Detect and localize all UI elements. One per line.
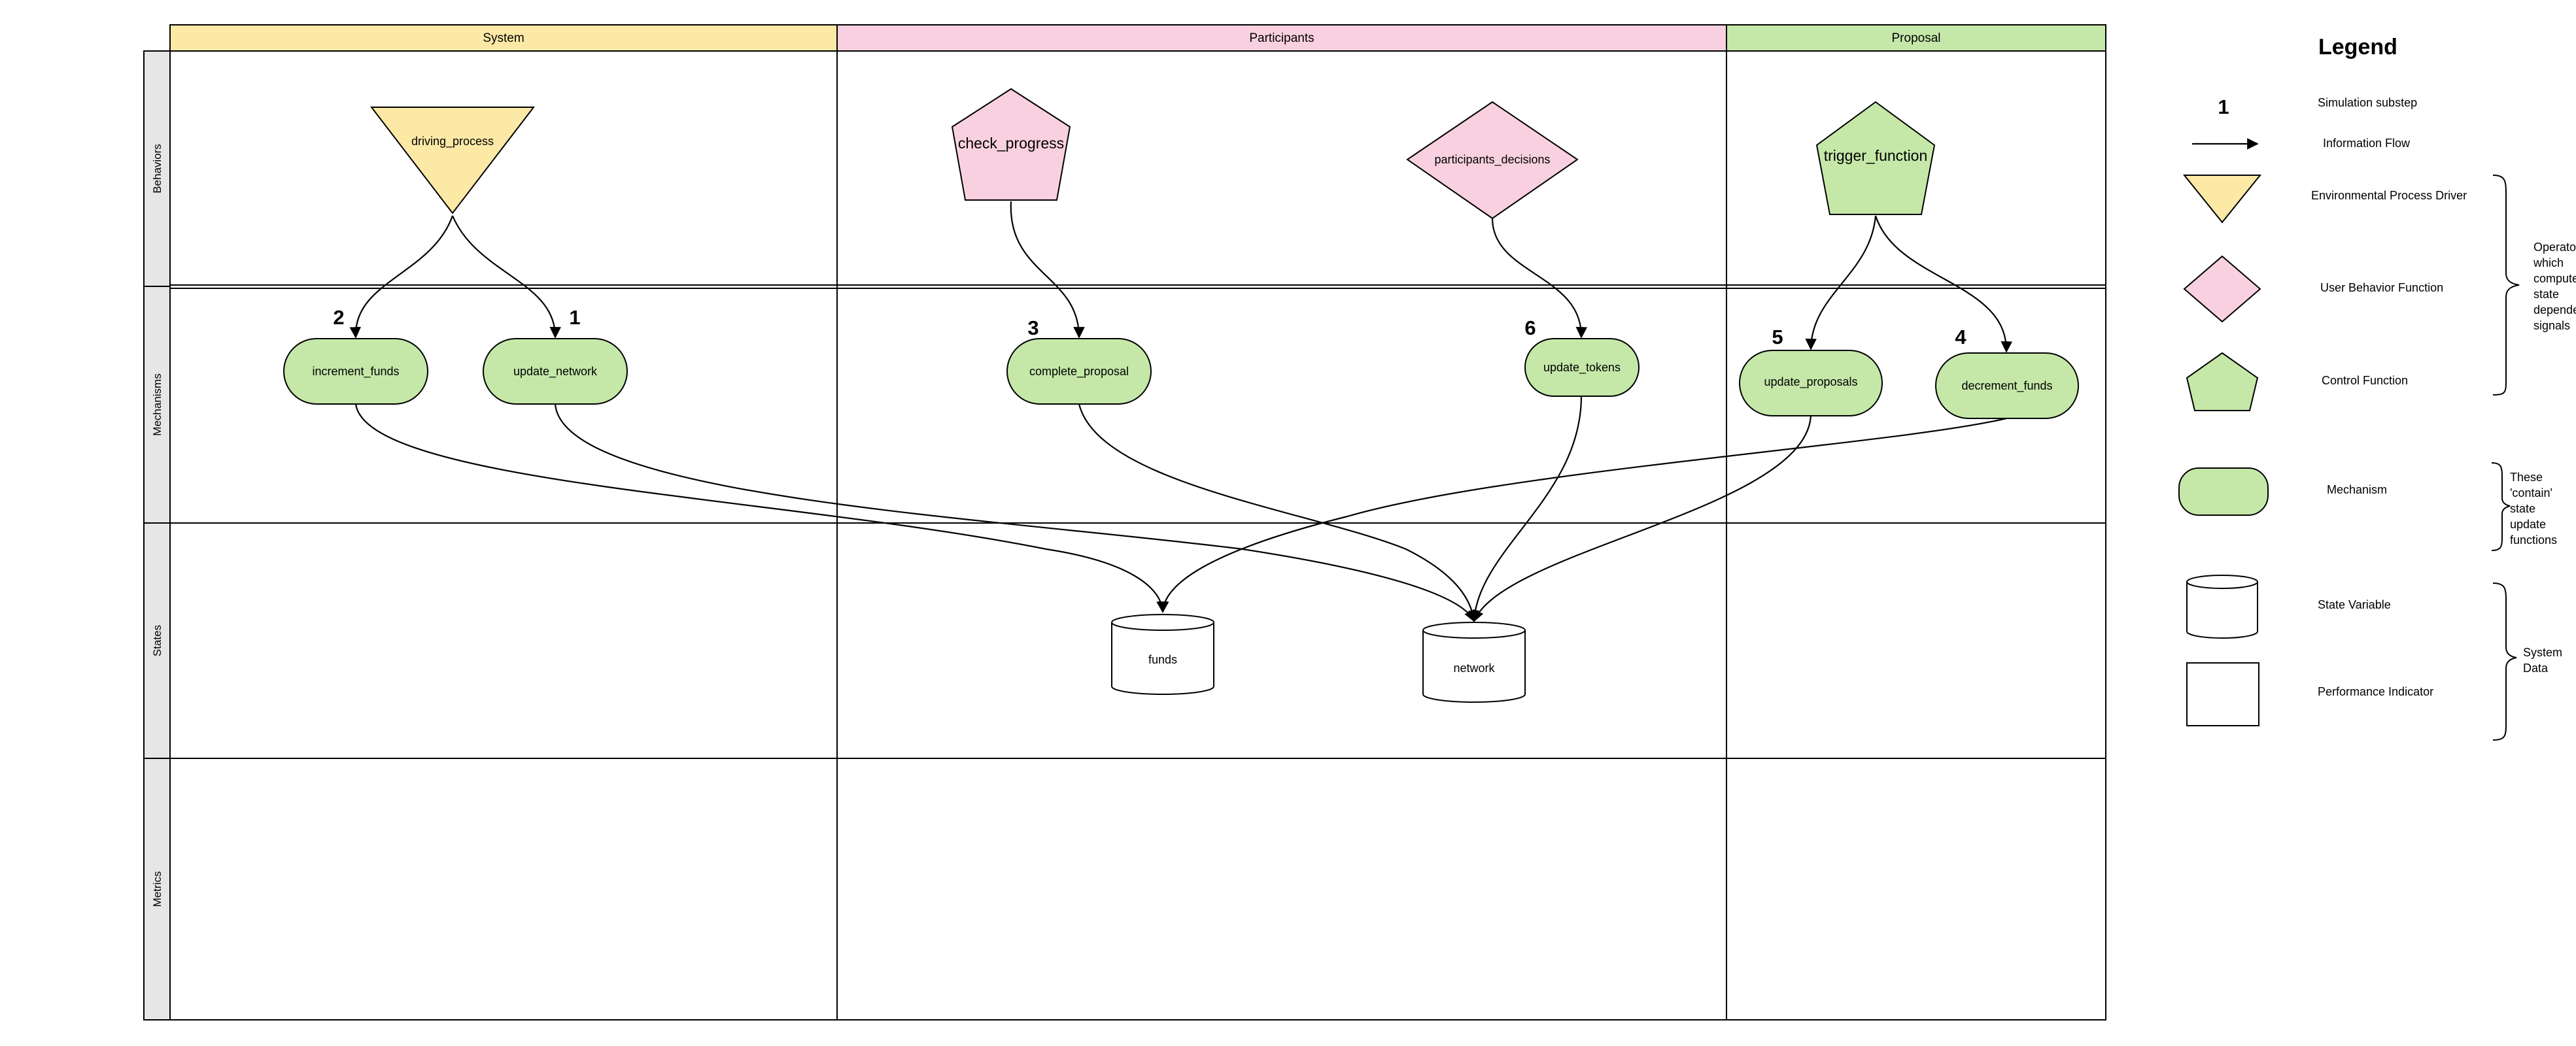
network-state[interactable]: network — [1422, 622, 1526, 703]
lane-label-behaviors: Behaviors — [151, 144, 163, 194]
column-label-system: System — [483, 31, 524, 45]
increment-funds-node[interactable]: increment_funds 2 — [283, 306, 428, 405]
participants-decisions-label: participants_decisions — [1434, 153, 1550, 167]
edge-complete-proposal-to-network — [1078, 403, 1479, 622]
step-number-6: 6 — [1524, 316, 1536, 339]
legend-cylinder-icon — [2186, 575, 2258, 639]
brace-mechanisms-text: These 'contain' state update functions — [2510, 471, 2557, 547]
legend-label-state-variable: State Variable — [2318, 598, 2391, 611]
complete-proposal-label: complete_proposal — [1029, 365, 1129, 379]
update-tokens-label: update_tokens — [1543, 361, 1621, 375]
increment-funds-label: increment_funds — [312, 365, 399, 379]
lane-label-metrics: Metrics — [151, 871, 163, 907]
driving-process-node[interactable]: driving_process — [369, 107, 536, 214]
lane-headers: Behaviors Mechanisms States Metrics — [143, 50, 171, 1021]
edge-trigger-function-to-decrement-funds — [1874, 215, 2013, 353]
legend-pentagon-icon — [2186, 352, 2259, 411]
column-headers: System Participants Proposal — [169, 24, 2106, 52]
connectors — [349, 201, 2013, 622]
update-network-node[interactable]: update_network 1 — [483, 306, 628, 405]
update-proposals-label: update_proposals — [1764, 375, 1857, 389]
update-proposals-node[interactable]: update_proposals 5 — [1739, 326, 1883, 416]
check-progress-label: check_progress — [958, 135, 1064, 152]
brace-system-data — [2492, 582, 2517, 741]
brace-system-data-text: System Data — [2523, 646, 2566, 675]
update-tokens-node[interactable]: update_tokens 6 — [1524, 316, 1640, 397]
funds-state[interactable]: funds — [1111, 614, 1214, 695]
legend-label-performance: Performance Indicator — [2318, 685, 2433, 698]
legend-label-info-flow: Information Flow — [2323, 137, 2411, 150]
lane-header-states — [143, 522, 171, 759]
legend-label-mechanism: Mechanism — [2327, 483, 2387, 496]
edge-increment-funds-to-funds — [354, 403, 1168, 613]
legend-mechanism-icon — [2178, 467, 2269, 516]
step-number-5: 5 — [1772, 326, 1783, 348]
funds-label: funds — [1148, 653, 1177, 666]
check-progress-node[interactable]: check_progress — [951, 88, 1071, 201]
step-number-4: 4 — [1955, 326, 1966, 348]
edge-update-proposals-to-network — [1473, 415, 1812, 622]
edge-participants-decisions-to-update-tokens — [1491, 218, 1588, 339]
legend-label-env-driver: Environmental Process Driver — [2311, 189, 2467, 202]
brace-operators — [2492, 175, 2520, 396]
legend-label-user-behavior: User Behavior Function — [2320, 281, 2443, 294]
grid — [169, 50, 2106, 1021]
legend-step-example: 1 — [2218, 95, 2229, 118]
legend-label-control: Control Function — [2322, 374, 2408, 387]
step-number-3: 3 — [1027, 316, 1039, 339]
behaviors: driving_process check_progress participa… — [369, 88, 1936, 220]
states: funds network — [1111, 614, 1526, 703]
edge-driving-process-to-increment-funds — [349, 215, 454, 339]
mechanisms: increment_funds 2 update_network 1 compl… — [283, 306, 2079, 419]
step-number-1: 1 — [569, 306, 580, 329]
trigger-function-node[interactable]: trigger_function — [1815, 101, 1936, 215]
column-header-system — [169, 24, 838, 52]
lane-header-metrics — [143, 758, 171, 1021]
column-label-participants: Participants — [1249, 31, 1314, 45]
lane-label-states: States — [151, 625, 163, 656]
edge-decrement-funds-to-funds — [1157, 417, 2007, 613]
edge-check-progress-to-complete-proposal — [1010, 201, 1085, 339]
edge-driving-process-to-update-network — [451, 215, 561, 339]
lane-label-mechanisms: Mechanisms — [151, 373, 163, 435]
column-label-proposal: Proposal — [1892, 31, 1941, 45]
edge-update-network-to-network — [554, 403, 1475, 622]
brace-mechanisms — [2491, 462, 2511, 551]
legend-label-substep: Simulation substep — [2318, 96, 2417, 109]
trigger-function-label: trigger_function — [1824, 147, 1928, 164]
legend-square-icon — [2186, 662, 2259, 726]
edge-update-tokens-to-network — [1469, 396, 1583, 622]
column-header-participants — [836, 24, 1727, 52]
update-network-label: update_network — [513, 365, 598, 379]
driving-process-label: driving_process — [411, 135, 494, 148]
step-number-2: 2 — [333, 306, 344, 329]
legend: Legend 1 Simulation substep Information … — [2178, 35, 2576, 741]
legend-title: Legend — [2318, 35, 2397, 59]
participants-decisions-node[interactable]: participants_decisions — [1406, 101, 1579, 220]
decrement-funds-node[interactable]: decrement_funds 4 — [1935, 326, 2079, 419]
legend-triangle-icon — [2182, 175, 2262, 224]
legend-diamond-icon — [2183, 255, 2261, 323]
network-label: network — [1453, 662, 1495, 675]
brace-operators-text: Operators which compute state dependent … — [2533, 241, 2576, 332]
complete-proposal-node[interactable]: complete_proposal 3 — [1006, 316, 1152, 405]
decrement-funds-label: decrement_funds — [1961, 379, 2052, 393]
edge-trigger-function-to-update-proposals — [1805, 215, 1877, 350]
